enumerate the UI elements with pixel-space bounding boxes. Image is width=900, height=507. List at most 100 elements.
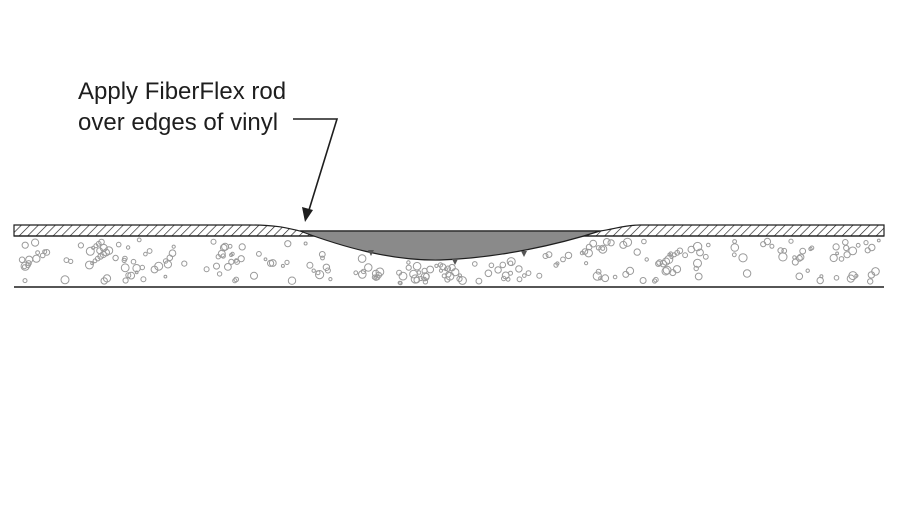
- aggregate-circle: [122, 255, 128, 262]
- aggregate-circle: [633, 248, 641, 256]
- aggregate-circle: [125, 272, 132, 279]
- aggregate-circle: [656, 259, 663, 267]
- aggregate-circle: [545, 251, 553, 259]
- aggregate-circle: [280, 263, 285, 268]
- aggregate-circle: [472, 261, 478, 267]
- aggregate-circle: [256, 251, 262, 257]
- aggregate-circle: [397, 280, 402, 285]
- aggregate-circle: [505, 276, 511, 282]
- aggregate-circle: [127, 271, 136, 280]
- aggregate-circle: [357, 254, 367, 263]
- aggregate-circle: [216, 271, 223, 277]
- aggregate-circle: [328, 277, 333, 282]
- aggregate-circle: [475, 277, 483, 285]
- aggregate-circle: [602, 238, 611, 246]
- aggregate-circle: [409, 269, 418, 279]
- aggregate-circle: [406, 260, 411, 265]
- aggregate-circle: [420, 272, 430, 282]
- aggregate-circle: [122, 277, 129, 284]
- aggregate-circle: [284, 259, 290, 265]
- aggregate-circle: [855, 242, 861, 248]
- callout-line-2: over edges of vinyl: [78, 109, 279, 136]
- aggregate-circle: [85, 246, 95, 256]
- aggregate-circle: [456, 275, 463, 282]
- aggregate-circle: [694, 272, 703, 281]
- aggregate-circle: [120, 263, 130, 273]
- aggregate-circle: [653, 276, 659, 283]
- aggregate-circle: [612, 274, 618, 280]
- aggregate-circle: [655, 260, 662, 267]
- aggregate-circle: [600, 246, 606, 251]
- aggregate-circle: [238, 243, 246, 251]
- aggregate-circle: [102, 274, 112, 283]
- aggregate-circle: [809, 245, 815, 251]
- aggregate-circle: [738, 253, 748, 263]
- aggregate-circle: [607, 239, 615, 247]
- aggregate-circle: [63, 257, 70, 264]
- aggregate-circle: [426, 265, 435, 274]
- aggregate-circle: [35, 250, 40, 256]
- aggregate-circle: [560, 256, 566, 263]
- aggregate-circle: [542, 253, 549, 259]
- aggregate-circle: [227, 243, 233, 249]
- aggregate-circle: [702, 253, 709, 260]
- aggregate-circle: [792, 255, 797, 260]
- aggregate-circle: [220, 253, 226, 259]
- aggregate-circle: [796, 254, 803, 262]
- aggregate-circle: [412, 261, 422, 271]
- aggregate-circle: [848, 246, 858, 256]
- aggregate-circle: [639, 277, 647, 284]
- aggregate-circle: [163, 274, 168, 279]
- aggregate-circle: [104, 246, 114, 255]
- aggregate-circle: [816, 276, 824, 285]
- aggregate-circle: [819, 274, 824, 279]
- aggregate-circle: [595, 268, 602, 275]
- aggregate-circle: [652, 278, 658, 284]
- aggregate-circle: [30, 238, 40, 247]
- aggregate-circle: [622, 237, 633, 247]
- aggregate-circle: [799, 247, 807, 255]
- aggregate-circle: [661, 267, 670, 276]
- aggregate-circle: [682, 252, 688, 259]
- aggregate-circle: [22, 278, 28, 284]
- aggregate-circle: [662, 265, 672, 275]
- callout-line-1: Apply FiberFlex rod: [78, 78, 287, 105]
- aggregate-circle: [263, 257, 268, 262]
- aggregate-circle: [659, 260, 667, 268]
- aggregate-circle: [742, 269, 752, 278]
- aggregate-circle: [438, 268, 444, 273]
- aggregate-circle: [458, 276, 467, 285]
- aggregate-circle: [672, 265, 682, 274]
- aggregate-circle: [846, 274, 855, 283]
- aggregate-circle: [32, 254, 41, 263]
- aggregate-circle: [134, 270, 139, 275]
- aggregate-texture: [18, 237, 881, 286]
- aggregate-circle: [692, 241, 703, 252]
- aggregate-circle: [769, 243, 775, 249]
- aggregate-circle: [140, 276, 147, 283]
- aggregate-circle: [181, 260, 188, 267]
- aggregate-circle: [210, 238, 217, 245]
- aggregate-circle: [215, 254, 222, 260]
- aggregate-circle: [731, 252, 737, 258]
- aggregate-circle: [398, 271, 408, 281]
- fill-drip: [368, 250, 374, 256]
- aggregate-circle: [854, 273, 859, 278]
- aggregate-circle: [693, 265, 699, 272]
- aggregate-circle: [788, 238, 794, 244]
- aggregate-circle: [835, 251, 839, 256]
- aggregate-circle: [696, 248, 704, 257]
- callout-leader-line: [293, 118, 339, 211]
- aggregate-circle: [843, 244, 850, 252]
- aggregate-circle: [315, 270, 325, 280]
- aggregate-circle: [230, 251, 235, 257]
- aggregate-circle: [374, 274, 381, 281]
- aggregate-circle: [515, 265, 523, 273]
- aggregate-circle: [797, 253, 805, 261]
- aggregate-circle: [778, 252, 788, 262]
- aggregate-circle: [833, 275, 840, 281]
- aggregate-circle: [115, 241, 122, 248]
- aggregate-circle: [763, 237, 772, 246]
- aggregate-circle: [130, 258, 137, 265]
